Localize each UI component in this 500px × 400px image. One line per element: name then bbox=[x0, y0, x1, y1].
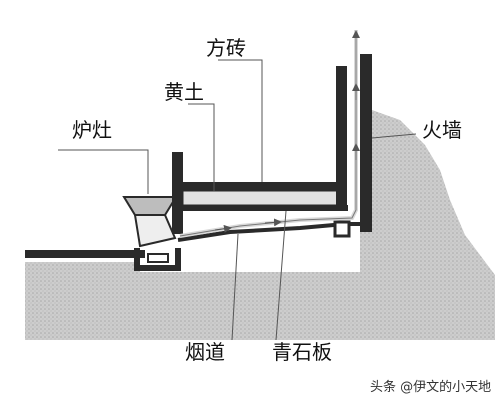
stove-bowl bbox=[122, 196, 178, 216]
leader-bluestone bbox=[275, 210, 287, 341]
leader-stove bbox=[58, 149, 149, 194]
flow-arrow-1 bbox=[214, 224, 232, 233]
leader-flue bbox=[231, 233, 239, 341]
label-stove: 炉灶 bbox=[72, 118, 112, 142]
leader-fire-wall bbox=[371, 133, 417, 139]
leader-loess bbox=[188, 103, 215, 191]
label-square-brick: 方砖 bbox=[206, 36, 246, 60]
label-fire-wall: 火墙 bbox=[422, 118, 462, 142]
stove-pit bbox=[134, 248, 181, 271]
ground bbox=[25, 110, 495, 340]
flue-block bbox=[333, 220, 351, 238]
leader-square-brick bbox=[218, 59, 263, 182]
chimney-top-left bbox=[360, 54, 364, 64]
fire-wall-outer bbox=[360, 54, 372, 232]
label-loess: 黄土 bbox=[164, 80, 204, 104]
square-brick-layer bbox=[183, 182, 343, 191]
watermark: 头条 @伊文的小天地 bbox=[370, 380, 492, 395]
loess-layer bbox=[182, 190, 344, 206]
label-flue: 烟道 bbox=[185, 340, 225, 364]
stove-pillar bbox=[172, 152, 183, 234]
flow-arrow-2 bbox=[264, 218, 282, 227]
stove-grate bbox=[147, 253, 169, 263]
floor-slab bbox=[25, 250, 145, 258]
flue-bottom bbox=[177, 222, 372, 242]
fire-wall-inner bbox=[336, 66, 347, 206]
bluestone-slab-layer bbox=[183, 205, 348, 211]
label-bluestone-slab: 青石板 bbox=[272, 340, 332, 364]
stove-chamber bbox=[133, 214, 177, 248]
